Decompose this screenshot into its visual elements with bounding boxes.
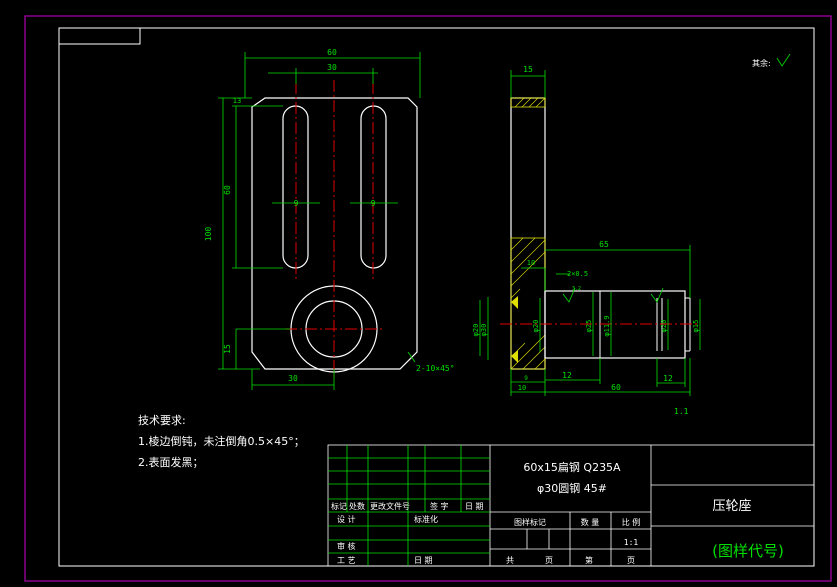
dim-60-side: 60	[611, 383, 621, 392]
process-label: 工 艺	[337, 556, 356, 565]
dim-height: 100	[204, 227, 213, 242]
page-label: 页	[545, 556, 553, 565]
side-view: 15 65 10 2×0.5 φ20 φ30 φ20 φ25 φ11.9 φ20…	[472, 53, 791, 416]
material-line-2: φ30圆钢 45#	[537, 482, 607, 495]
dia-mid-3: φ11.9	[603, 315, 611, 336]
sheet-label: 第	[585, 555, 593, 565]
dim-pin-length: 65	[599, 240, 609, 249]
part-name: 压轮座	[712, 499, 751, 514]
chamfer-mark	[511, 296, 518, 309]
dim-60: 60	[327, 48, 337, 57]
plate-outline	[251, 97, 418, 370]
chamfer-note: 2-10×45°	[416, 364, 455, 373]
dim-thickness: 15	[523, 65, 533, 74]
code-box	[58, 27, 141, 45]
quantity-label: 数 量	[581, 517, 600, 527]
dim-hatch: 10	[527, 259, 535, 267]
roughness-symbol	[776, 53, 791, 67]
mark-label: 图样标记	[514, 517, 546, 527]
material-line-1: 60x15扁钢 Q235A	[523, 461, 621, 474]
rev-header: 日 期	[465, 502, 484, 511]
scale-label: 比 例	[622, 517, 641, 527]
dia-mid-2: φ25	[585, 320, 593, 333]
dia-left-1: φ20	[472, 324, 480, 337]
total-label: 共	[506, 556, 514, 565]
revision-grid	[328, 445, 490, 566]
page-label-2: 页	[627, 556, 635, 565]
drawing-code: (图样代号)	[712, 542, 784, 560]
surface-rest-note: 其余:	[752, 58, 771, 68]
tech-requirements-title: 技术要求:	[138, 414, 186, 427]
roughness-value: 3.2	[572, 286, 581, 292]
dim-slot-length: 60	[223, 185, 232, 195]
dim-bottom-height: 15	[223, 344, 232, 354]
dim-slot-width-left: 9	[294, 199, 299, 208]
rev-header: 更改文件号	[370, 501, 410, 511]
scale-value: 1:1	[624, 538, 639, 547]
dim-slot-width-right: 9	[371, 199, 376, 208]
roughness-symbol	[562, 287, 576, 303]
dim-13: 13	[233, 97, 241, 105]
dim-10: 10	[518, 384, 526, 392]
chamfer-mark	[511, 350, 518, 363]
review-label: 审 核	[337, 541, 356, 551]
roughness-symbol	[650, 287, 664, 303]
dim-12-right: 12	[663, 374, 673, 383]
dim-30: 30	[327, 63, 337, 72]
dia-right-1: φ20	[660, 320, 668, 333]
dim-12-left: 12	[562, 371, 572, 380]
dim-9: 9	[524, 375, 528, 382]
design-label: 设 计	[337, 514, 356, 524]
standardize-label: 标准化	[414, 514, 438, 524]
title-block-grid	[327, 444, 815, 567]
dim-chamfer: 2×0.5	[567, 270, 588, 278]
dia-right-2: φ15	[692, 320, 700, 333]
front-dimensions	[218, 52, 421, 390]
dia-left-2: φ30	[480, 324, 488, 337]
scale-note: 1.1	[674, 407, 689, 416]
side-dimensions	[479, 70, 701, 396]
outer-border	[24, 15, 832, 582]
tech-requirement-item: 2.表面发黑；	[138, 455, 204, 469]
date-label: 日 期	[414, 556, 433, 565]
front-view: 60 30 13 60 100 9 9 15 30 2-10×45°	[204, 48, 455, 390]
dim-hole-offset: 30	[288, 374, 298, 383]
rev-header: 签 字	[430, 501, 449, 511]
top-hatch	[510, 97, 546, 108]
bore-hatch	[510, 237, 546, 370]
top-hatch-lines	[514, 97, 546, 108]
rev-header: 标记	[331, 501, 347, 511]
dia-mid-1: φ20	[532, 320, 540, 333]
tech-requirement-item: 1.棱边倒钝，未注倒角0.5×45°；	[138, 434, 305, 448]
rev-header: 处数	[349, 501, 365, 511]
